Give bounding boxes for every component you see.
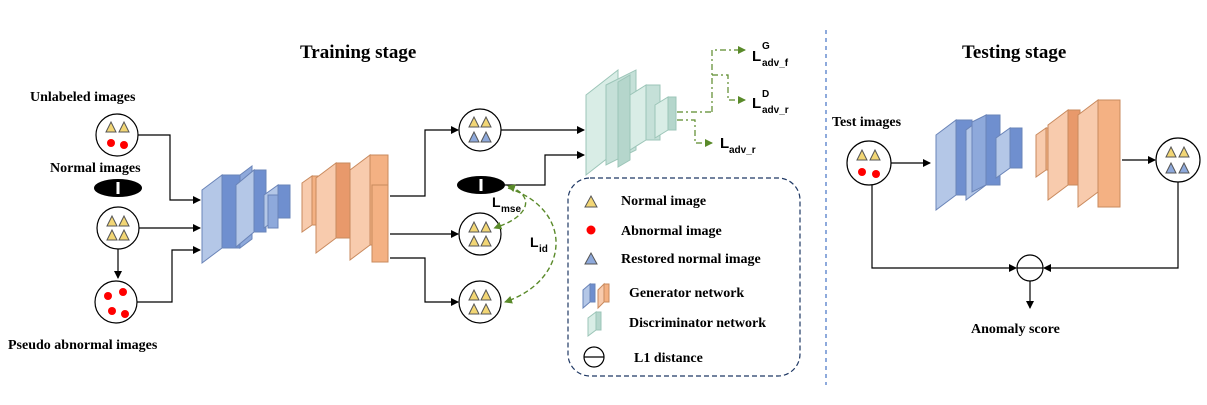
svg-text:L: L (530, 234, 539, 250)
pseudo-label: Pseudo abnormal images (8, 338, 158, 353)
generator-encoder (201, 165, 291, 264)
normal-circle (96, 206, 140, 250)
unlabeled-circle (95, 113, 139, 157)
svg-text:G: G (762, 41, 770, 52)
test-generator-decoder (1035, 99, 1121, 208)
generator-decoder (301, 154, 389, 263)
disc-output-lines (677, 46, 746, 147)
unlabeled-label: Unlabeled images (30, 90, 136, 105)
legend-restored-icon (584, 251, 598, 265)
l1-distance-node (1016, 254, 1044, 282)
testing-title: Testing stage (962, 42, 1066, 63)
legend-normal: Normal image (621, 194, 706, 209)
svg-text:adv_f: adv_f (762, 58, 789, 69)
mse-curve (493, 184, 527, 230)
legend-box: Normal image Abnormal image Restored nor… (567, 177, 801, 377)
training-title: Training stage (300, 42, 416, 63)
test-output-circle (1155, 137, 1201, 183)
loss-adv-r: L adv_r (720, 135, 756, 156)
svg-text:L: L (492, 194, 501, 210)
arrow-gen-to-out1 (390, 126, 459, 197)
mask-ellipse-middle (457, 176, 505, 194)
test-images-label: Test images (832, 115, 902, 130)
loss-mse: L mse (492, 194, 521, 215)
loss-id: L id (530, 234, 548, 255)
legend-generator-icon (582, 282, 610, 310)
legend-abnormal-icon (586, 225, 596, 235)
legend-generator: Generator network (629, 286, 744, 301)
mask-ellipse-left (94, 179, 142, 197)
svg-text:L: L (752, 48, 761, 65)
loss-adv-r-d: L D adv_r (752, 89, 789, 116)
legend-l1-icon (583, 346, 605, 368)
legend-l1: L1 distance (634, 351, 703, 366)
id-curve (504, 187, 557, 304)
arrow-unlabeled-to-gen (138, 134, 201, 204)
svg-text:L: L (720, 135, 729, 152)
anomaly-score-label: Anomaly score (971, 322, 1060, 337)
svg-text:adv_r: adv_r (762, 105, 789, 116)
legend-discriminator-icon (587, 311, 602, 337)
arrow-test-to-l1 (871, 185, 1017, 272)
loss-adv-f-g: L G adv_f (752, 41, 789, 69)
arrow-gen-to-out3 (390, 257, 459, 306)
arrow-pseudo-to-gen (137, 246, 201, 303)
output-circle-restored (458, 108, 502, 152)
pseudo-abnormal-circle (94, 280, 138, 324)
test-input-circle (846, 140, 892, 186)
legend-normal-icon (584, 194, 598, 208)
normal-label: Normal images (50, 161, 141, 176)
arrow-mask-to-disc (505, 151, 585, 186)
output-circle-pseudo (458, 280, 502, 324)
output-circle-normal (458, 212, 502, 256)
arrow-restored-to-l1 (1043, 182, 1179, 272)
svg-text:L: L (752, 95, 761, 112)
legend-abnormal: Abnormal image (621, 224, 722, 239)
legend-restored: Restored normal image (621, 252, 761, 267)
test-generator-encoder (935, 114, 1023, 211)
svg-text:mse: mse (501, 204, 521, 215)
discriminator-network (585, 68, 677, 177)
svg-text:id: id (539, 244, 548, 255)
legend-discriminator: Discriminator network (629, 316, 766, 331)
svg-text:D: D (762, 89, 769, 100)
svg-text:adv_r: adv_r (729, 145, 756, 156)
